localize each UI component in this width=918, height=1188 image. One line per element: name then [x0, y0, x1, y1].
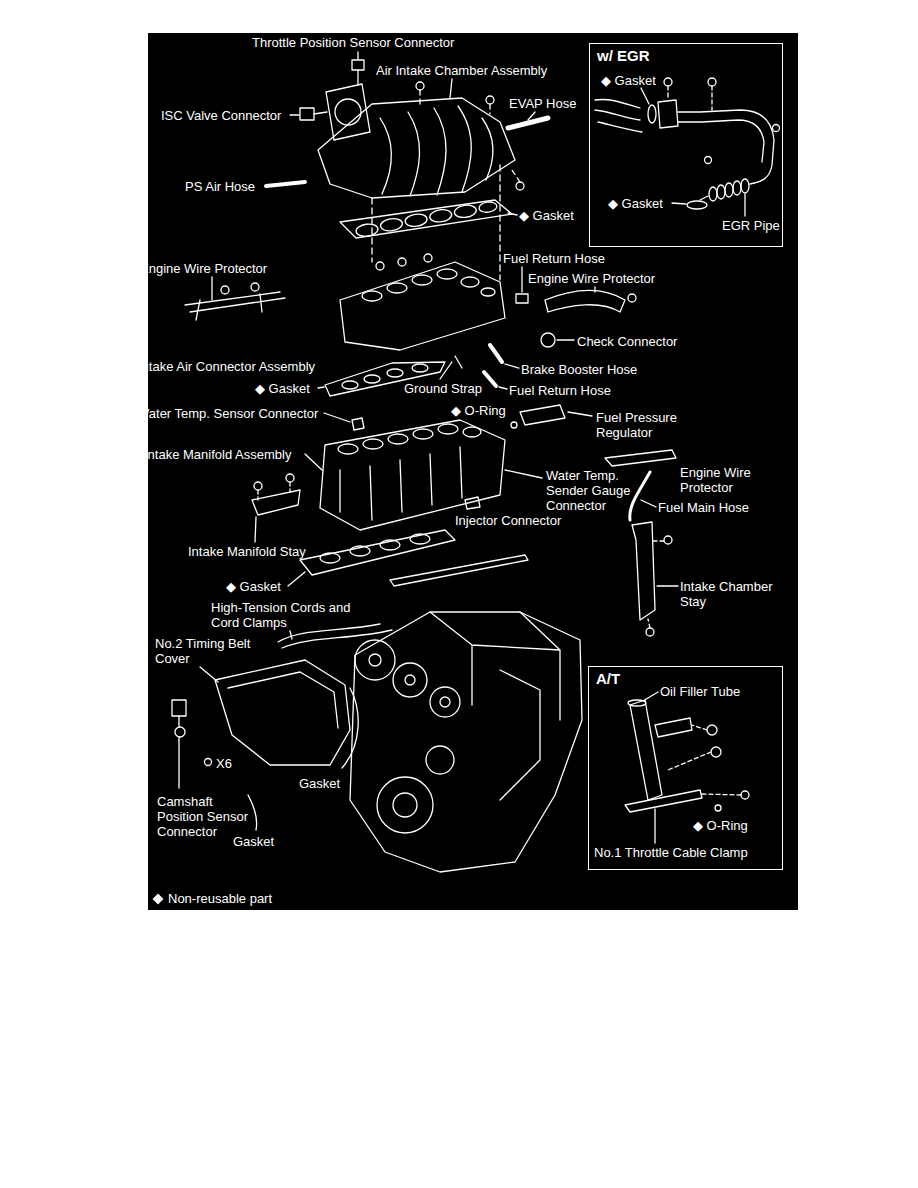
part-label: Intake Chamber Stay: [680, 579, 780, 609]
part-label: ◆ O-Ring: [693, 818, 748, 833]
part-label: ISC Valve Connector: [161, 108, 281, 123]
part-label: PS Air Hose: [185, 179, 255, 194]
part-label: Intake Manifold Stay: [188, 544, 306, 559]
part-label: Check Connector: [577, 334, 677, 349]
part-label: ◆ O-Ring: [451, 403, 506, 418]
part-label: ◆ Gasket: [608, 196, 663, 211]
part-label: Injector Connector: [455, 513, 561, 528]
part-label: ◆ Gasket: [255, 381, 310, 396]
part-label: Water Temp. Sensor Connector: [137, 406, 318, 421]
panel-heading: w/ EGR: [590, 44, 657, 67]
part-label: Oil Filler Tube: [660, 684, 740, 699]
part-label: Brake Booster Hose: [521, 362, 637, 377]
part-label: Gasket: [233, 834, 274, 849]
part-label: Throttle Position Sensor Connector: [252, 35, 454, 50]
part-label: Engine Wire Protector: [680, 465, 766, 495]
part-label: Intake Air Connector Assembly: [138, 359, 315, 374]
part-label: No.2 Timing Belt Cover: [155, 636, 265, 666]
part-label: ◆ Gasket: [226, 579, 281, 594]
panel-heading: A/T: [589, 667, 627, 690]
part-label: Fuel Return Hose: [503, 251, 605, 266]
part-label: Ground Strap: [404, 381, 482, 396]
part-label: ◆ Gasket: [601, 73, 656, 88]
part-label: Water Temp. Sender Gauge Connector: [546, 468, 638, 513]
part-label: Air Intake Chamber Assembly: [376, 63, 547, 78]
legend-text: Non-reusable part: [168, 891, 272, 906]
part-label: Gasket: [299, 776, 340, 791]
part-label: Fuel Pressure Regulator: [596, 410, 688, 440]
legend-entry: Non-reusable part: [152, 891, 272, 906]
part-label: ◆ Gasket: [519, 208, 574, 223]
part-label: Intake Manifold Assembly: [144, 447, 291, 462]
part-label: Camshaft Position Sensor Connector: [157, 794, 257, 839]
part-label: X6: [216, 756, 232, 771]
part-label: Engine Wire Protector: [140, 261, 267, 276]
part-label: EGR Pipe: [722, 218, 780, 233]
part-label: EVAP Hose: [509, 96, 576, 111]
part-label: Fuel Main Hose: [658, 500, 749, 515]
part-label: Engine Wire Protector: [528, 271, 655, 286]
part-label: Fuel Return Hose: [509, 383, 611, 398]
legend-swatch: [152, 893, 164, 905]
part-label: No.1 Throttle Cable Clamp: [594, 845, 748, 860]
part-label: High-Tension Cords and Cord Clamps: [211, 600, 371, 630]
